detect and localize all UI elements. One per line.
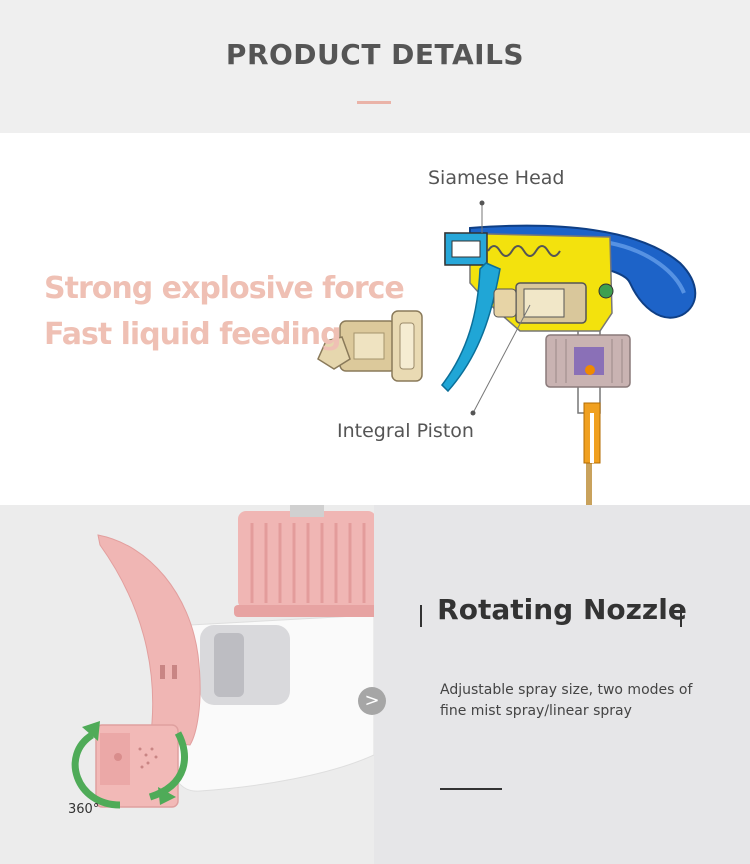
feature-underline bbox=[440, 788, 502, 790]
page-title: PRODUCT DETAILS bbox=[225, 38, 525, 71]
nozzle-text-panel: Rotating Nozzle Adjustable spray size, t… bbox=[374, 505, 750, 864]
callout-integral-piston: Integral Piston bbox=[337, 420, 474, 442]
tagline-fast-feeding: Fast liquid feeding bbox=[44, 317, 342, 352]
piston-part-illustration bbox=[317, 310, 423, 382]
rotation-angle-label: 360° bbox=[68, 802, 100, 817]
nozzle-illustration bbox=[71, 505, 374, 809]
sprayer-cutaway-illustration bbox=[317, 200, 697, 505]
title-bar-right bbox=[680, 605, 682, 627]
title-accent-rule bbox=[357, 101, 391, 104]
next-arrow-button[interactable]: > bbox=[358, 687, 386, 715]
header-band: PRODUCT DETAILS bbox=[0, 0, 750, 133]
tagline-strong-force: Strong explosive force bbox=[44, 271, 405, 306]
feature-description: Adjustable spray size, two modes of fine… bbox=[440, 682, 693, 719]
chevron-right-icon: > bbox=[364, 690, 380, 711]
title-bar-left bbox=[420, 605, 422, 627]
nozzle-photo-panel: 360° bbox=[0, 505, 374, 864]
sprayer-cutaway-section: Strong explosive force Fast liquid feedi… bbox=[0, 133, 750, 505]
feature-title: Rotating Nozzle bbox=[437, 593, 687, 626]
callout-siamese-head: Siamese Head bbox=[428, 167, 565, 189]
rotating-nozzle-section: 360° Rotating Nozzle Adjustable spray si… bbox=[0, 505, 750, 864]
